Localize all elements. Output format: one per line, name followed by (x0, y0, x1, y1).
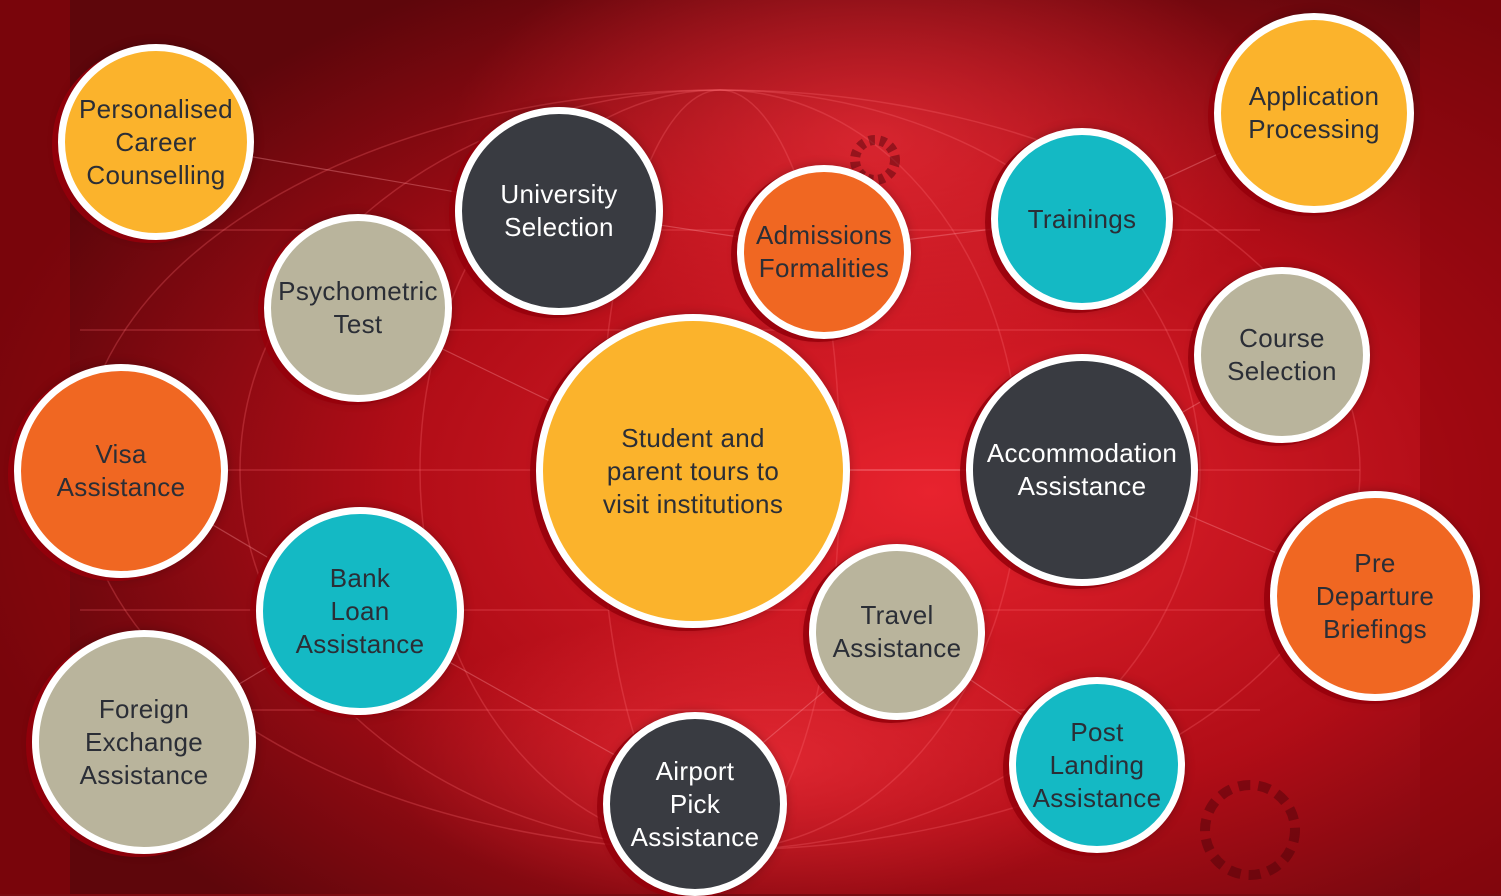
bubble-label: Visa Assistance (56, 439, 186, 502)
airport-pick-assistance-bubble: Airport Pick Assistance (603, 712, 787, 896)
bubble-label: Airport Pick Assistance (630, 755, 760, 852)
bubble-label: University Selection (500, 179, 618, 242)
bubble-label: Application Processing (1248, 81, 1380, 144)
university-selection-bubble: University Selection (455, 107, 663, 315)
visa-assistance-bubble: Visa Assistance (14, 364, 228, 578)
bubble-label: Travel Assistance (832, 600, 962, 663)
travel-assistance-bubble: Travel Assistance (809, 544, 985, 720)
psychometric-test-bubble: Psychometric Test (264, 214, 452, 402)
bubble-label: Psychometric Test (278, 276, 438, 339)
bubble-label: Student and parent tours to visit instit… (602, 422, 784, 519)
foreign-exchange-assistance-bubble: Foreign Exchange Assistance (32, 630, 256, 854)
bank-loan-assistance-bubble: Bank Loan Assistance (256, 507, 464, 715)
bubble-label: Post Landing Assistance (1032, 716, 1162, 813)
bubble-label: Foreign Exchange Assistance (79, 693, 209, 790)
bubble-label: Trainings (1027, 203, 1137, 234)
pre-departure-briefings-bubble: Pre Departure Briefings (1270, 491, 1480, 701)
bubble-label: Admissions Formalities (756, 220, 892, 283)
bubble-label: Accommodation Assistance (986, 438, 1178, 501)
bubble-label: Bank Loan Assistance (295, 562, 425, 659)
bubble-label: Course Selection (1227, 323, 1337, 386)
course-selection-bubble: Course Selection (1194, 267, 1370, 443)
trainings-bubble: Trainings (991, 128, 1173, 310)
bubble-label: Pre Departure Briefings (1315, 547, 1435, 644)
admissions-formalities-bubble: Admissions Formalities (737, 165, 911, 339)
accommodation-assistance-bubble: Accommodation Assistance (966, 354, 1198, 586)
bubble-label: Personalised Career Counselling (79, 93, 233, 190)
personalised-career-counselling-bubble: Personalised Career Counselling (58, 44, 254, 240)
post-landing-assistance-bubble: Post Landing Assistance (1009, 677, 1185, 853)
student-parent-tours-bubble: Student and parent tours to visit instit… (536, 314, 850, 628)
application-processing-bubble: Application Processing (1214, 13, 1414, 213)
